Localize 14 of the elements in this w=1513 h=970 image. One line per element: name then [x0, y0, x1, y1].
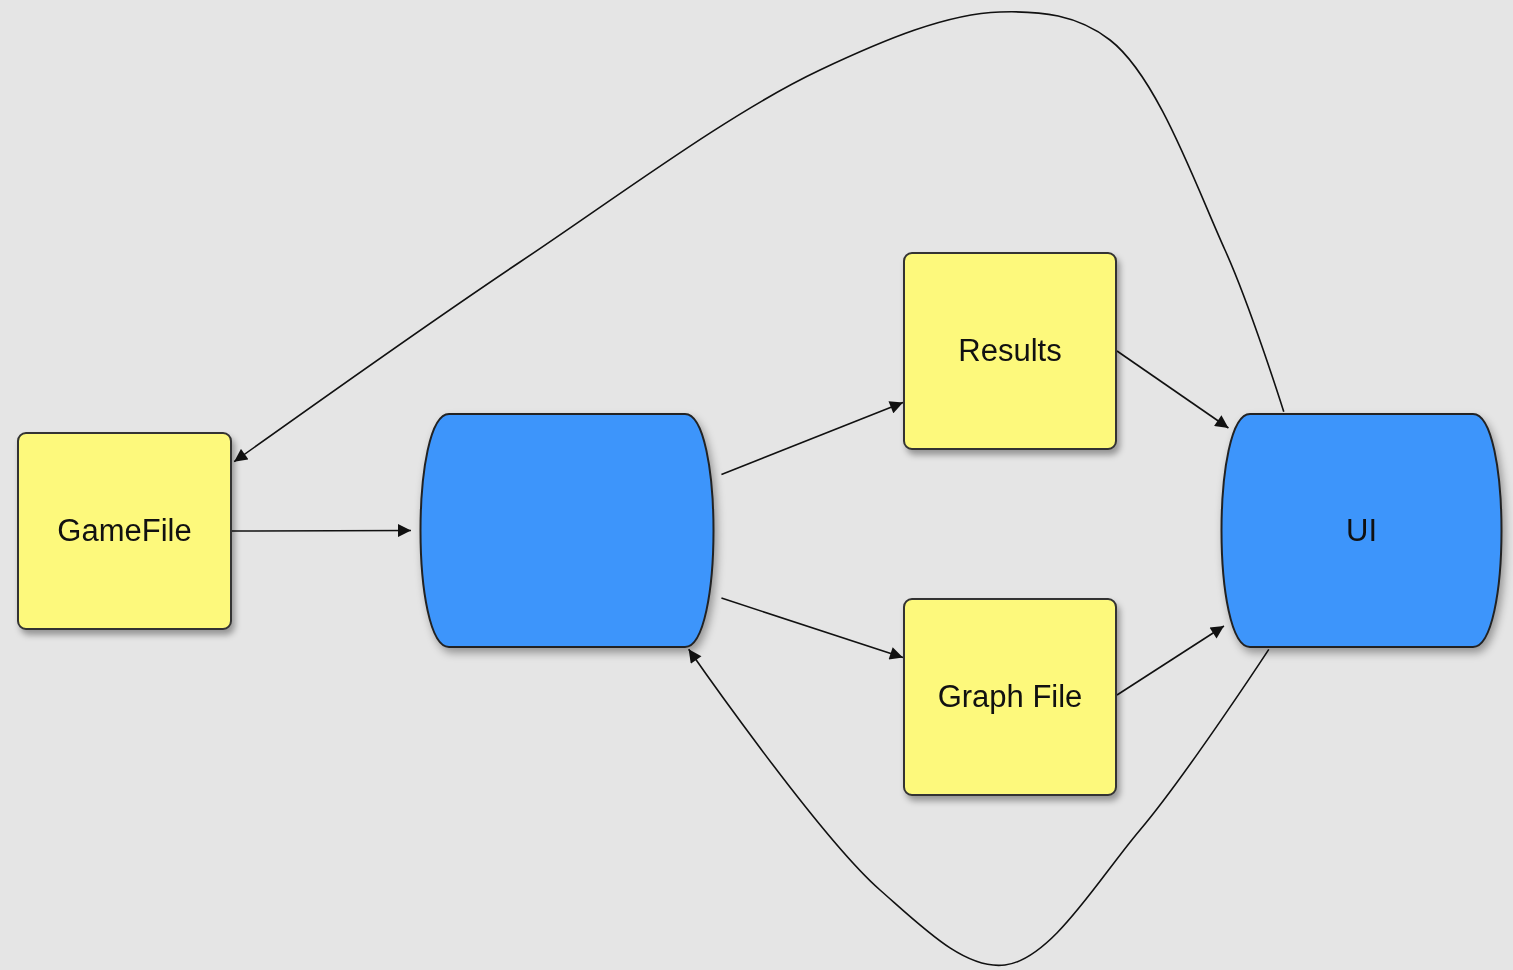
node-label: GameFile: [57, 513, 192, 549]
node-label: Graph File: [937, 679, 1083, 715]
arrow: [1116, 350, 1230, 429]
process-box: [903, 252, 1117, 450]
arrow: [720, 597, 904, 660]
node-label: UI: [1346, 512, 1377, 549]
arrow: [720, 401, 904, 476]
node-label: Results: [958, 333, 1062, 369]
process-box: [17, 432, 232, 630]
arrow: [1116, 625, 1225, 696]
arrow: [687, 648, 1270, 967]
process-box: [903, 598, 1117, 796]
arrow: [233, 11, 1285, 463]
arrow: [231, 524, 412, 538]
